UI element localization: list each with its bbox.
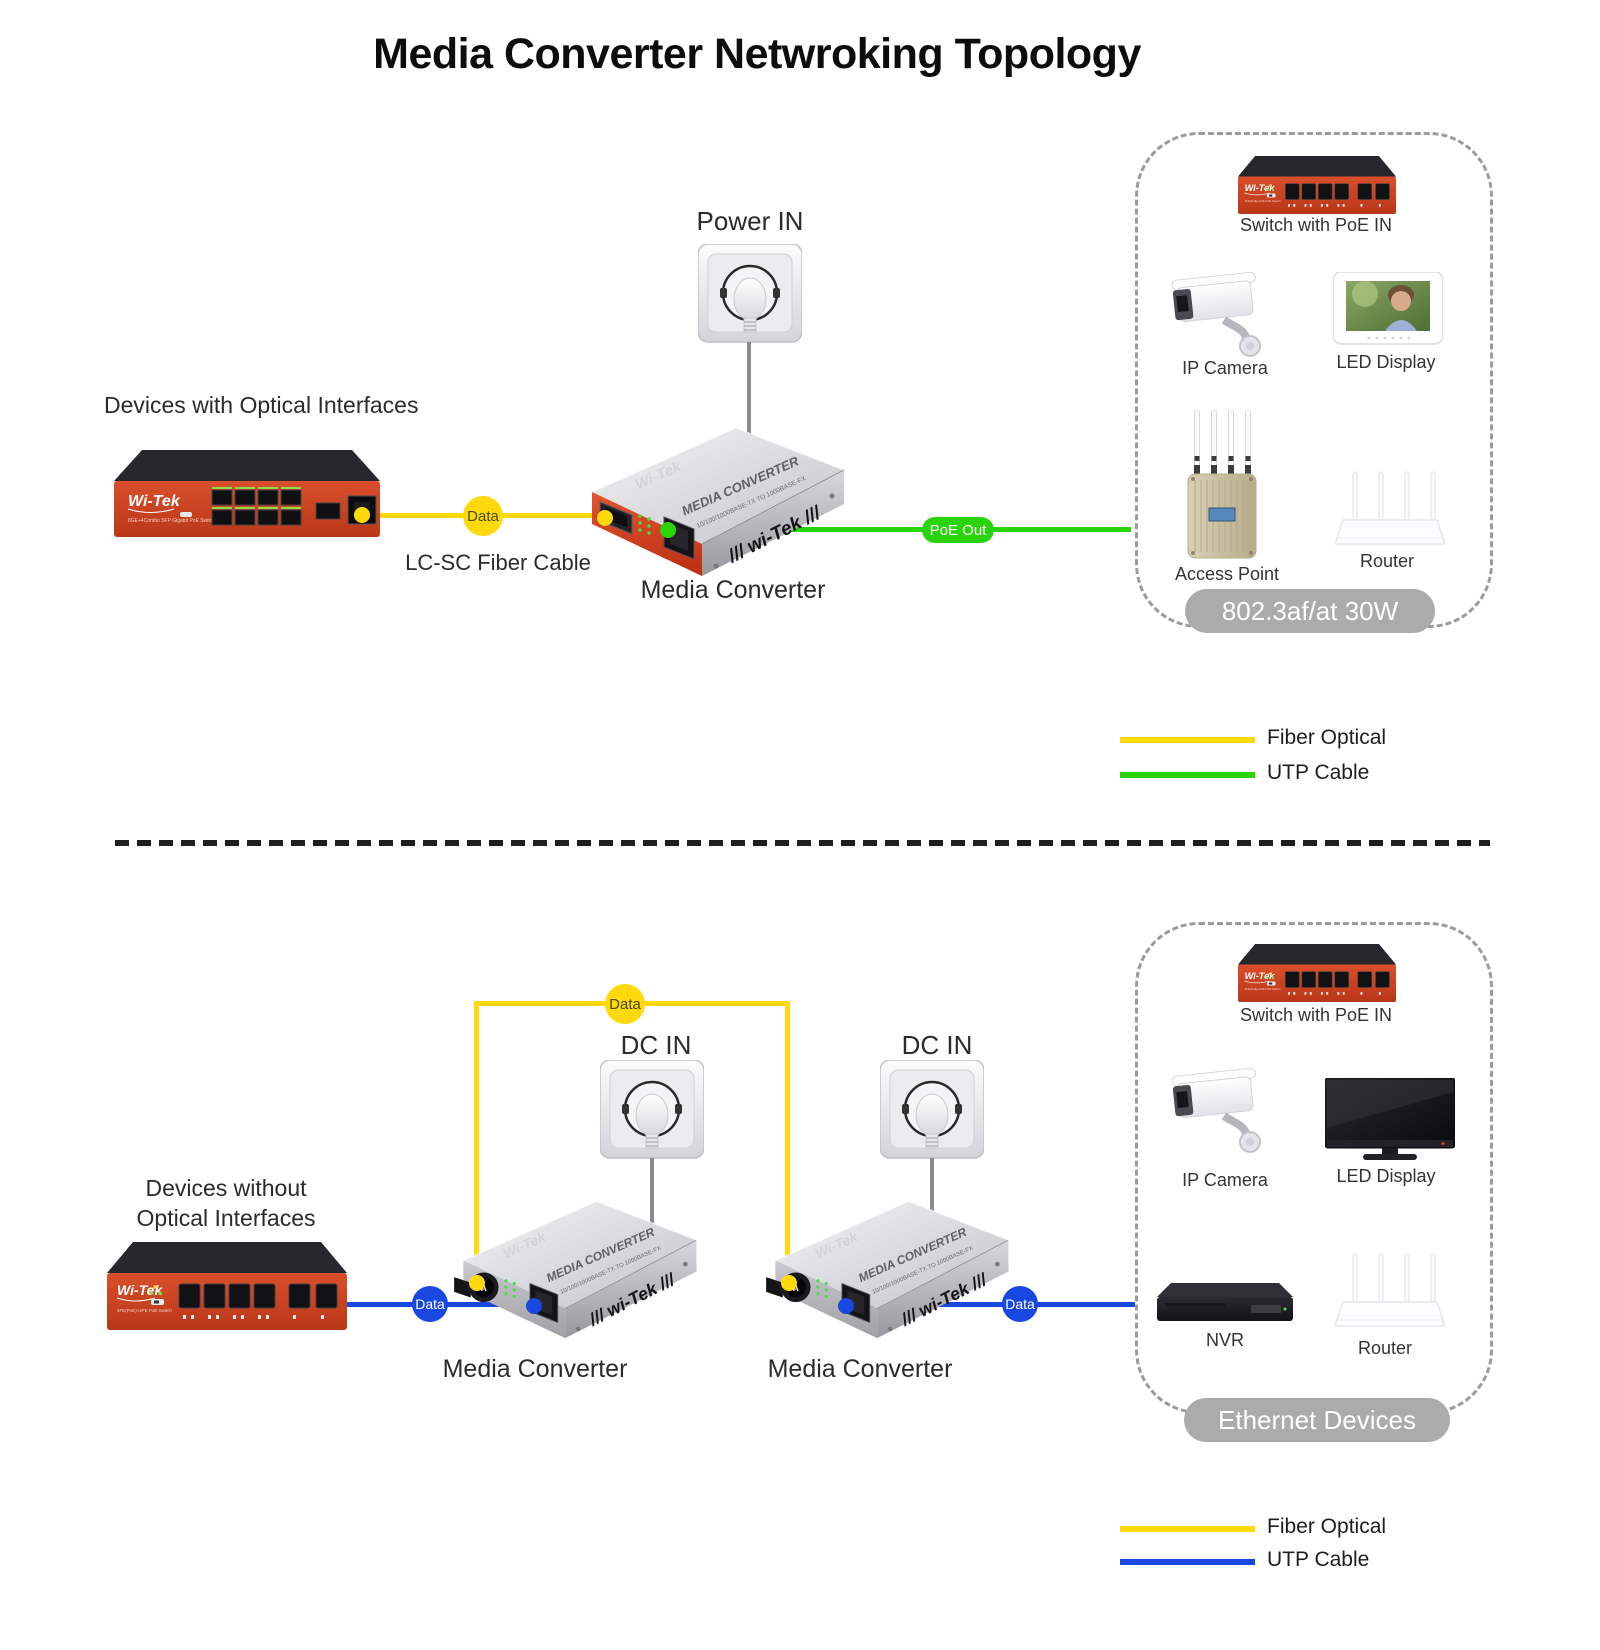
devices-with-optical-label: Devices with Optical Interfaces <box>104 392 419 418</box>
utp-line-bottom-right <box>846 1302 1135 1307</box>
utp-connector-dot <box>838 1298 854 1314</box>
router-image <box>1335 1252 1445 1332</box>
poe-switch-image <box>1238 944 1396 1002</box>
ethernet-switch-image <box>107 1242 347 1330</box>
section-divider <box>115 840 1490 846</box>
media-converter-image <box>582 418 852 578</box>
ip-camera-image <box>1162 1058 1282 1153</box>
power-cord <box>650 1158 654 1230</box>
router-image <box>1335 470 1445 550</box>
nvr-label: NVR <box>1205 1330 1245 1350</box>
media-converter-label: Media Converter <box>640 576 826 604</box>
legend-utp-label: UTP Cable <box>1267 761 1370 784</box>
dc-in-label: DC IN <box>901 1030 973 1060</box>
media-converter-image <box>454 1192 704 1340</box>
ethernet-devices-badge: Ethernet Devices <box>1184 1398 1450 1442</box>
legend-utp-swatch <box>1120 1559 1255 1565</box>
devices-without-optical-label-line1: Devices without <box>145 1175 307 1201</box>
fiber-connector-dot <box>469 1275 485 1291</box>
access-point-image <box>1187 410 1257 562</box>
legend-fiber-label: Fiber Optical <box>1267 1515 1387 1538</box>
devices-without-optical-label-line2: Optical Interfaces <box>136 1205 316 1231</box>
fiber-connector-dot <box>597 510 613 526</box>
access-point-label: Access Point <box>1174 564 1280 584</box>
poe-switch-image <box>1238 156 1396 214</box>
media-converter-label: Media Converter <box>767 1355 953 1383</box>
power-cord <box>747 342 751 434</box>
poe-power-badge: 802.3af/at 30W <box>1185 589 1435 633</box>
legend-fiber-label: Fiber Optical <box>1267 726 1387 749</box>
poe-out-badge: PoE Out <box>922 517 994 543</box>
data-badge-fiber: Data <box>605 984 645 1024</box>
led-display-label: LED Display <box>1336 1166 1436 1186</box>
fiber-connector-dot <box>781 1275 797 1291</box>
dc-in-label: DC IN <box>620 1030 692 1060</box>
data-badge-utp: Data <box>412 1286 448 1322</box>
power-cord <box>930 1158 934 1230</box>
fiber-connector-dot <box>354 507 370 523</box>
router-label: Router <box>1357 1338 1413 1358</box>
utp-connector-dot <box>660 522 676 538</box>
nvr-image <box>1155 1277 1295 1327</box>
poe-switch-label: Switch with PoE IN <box>1239 215 1393 235</box>
page-title: Media Converter Netwroking Topology <box>373 30 1141 78</box>
ip-camera-image <box>1162 262 1282 357</box>
router-label: Router <box>1359 551 1415 571</box>
data-badge-utp: Data <box>1002 1286 1038 1322</box>
fiber-line-bottom-v1 <box>474 1001 479 1283</box>
legend-fiber-swatch <box>1120 737 1255 743</box>
data-badge-fiber: Data <box>463 496 503 536</box>
media-converter-image <box>766 1192 1016 1340</box>
ip-camera-label: IP Camera <box>1182 358 1268 378</box>
fiber-cable-label: LC-SC Fiber Cable <box>405 550 591 575</box>
poe-switch-label: Switch with PoE IN <box>1239 1005 1393 1025</box>
legend-utp-label: UTP Cable <box>1267 1548 1370 1571</box>
power-in-label: Power IN <box>696 206 804 236</box>
optical-switch-image <box>112 450 382 538</box>
ip-camera-label: IP Camera <box>1182 1170 1268 1190</box>
utp-connector-dot <box>526 1298 542 1314</box>
led-display-image <box>1333 272 1443 347</box>
legend-fiber-swatch <box>1120 1526 1255 1532</box>
led-display-image <box>1325 1078 1455 1163</box>
fiber-line-bottom-v2 <box>785 1001 790 1283</box>
legend-utp-swatch <box>1120 772 1255 778</box>
utp-line-top <box>666 527 1131 532</box>
media-converter-label: Media Converter <box>442 1355 628 1383</box>
led-display-label: LED Display <box>1336 352 1436 372</box>
